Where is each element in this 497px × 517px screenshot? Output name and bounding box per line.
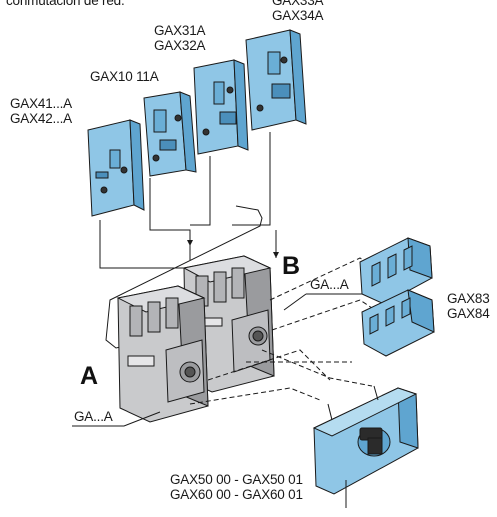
module-gax41-42	[87, 119, 145, 217]
top-caption-fragment: conmutación de red.	[6, 0, 125, 8]
label-gax10-11: GAX10 11A	[90, 69, 159, 84]
leader-lines	[72, 293, 362, 508]
label-ga-right: GA...A	[310, 277, 349, 292]
arrow-heads	[187, 240, 279, 258]
terminal-cover-lower	[361, 289, 435, 357]
switch-b	[182, 255, 275, 393]
switch-a	[116, 285, 209, 423]
label-gax83-84: GAX83 GAX84	[447, 291, 490, 321]
bracket-loop	[105, 205, 263, 349]
label-gax41-42: GAX41...A GAX42...A	[10, 96, 72, 126]
label-gax50-60: GAX50 00 - GAX50 01 GAX60 00 - GAX60 01	[170, 472, 303, 502]
module-gax31-32	[193, 59, 249, 155]
module-gax10-11	[143, 91, 197, 177]
dashed-assembly-lines	[189, 257, 379, 405]
label-gax33-34: GAX33A GAX34A	[272, 0, 324, 23]
label-ga-left: GA...A	[74, 409, 113, 424]
letter-b: B	[282, 252, 301, 280]
letter-a: A	[80, 362, 99, 390]
module-gax33-34	[245, 29, 307, 131]
terminal-cover-upper	[359, 237, 433, 305]
handle-mechanism	[312, 385, 419, 495]
label-gax31-32: GAX31A GAX32A	[154, 23, 206, 53]
module-connector-lines	[99, 132, 277, 269]
